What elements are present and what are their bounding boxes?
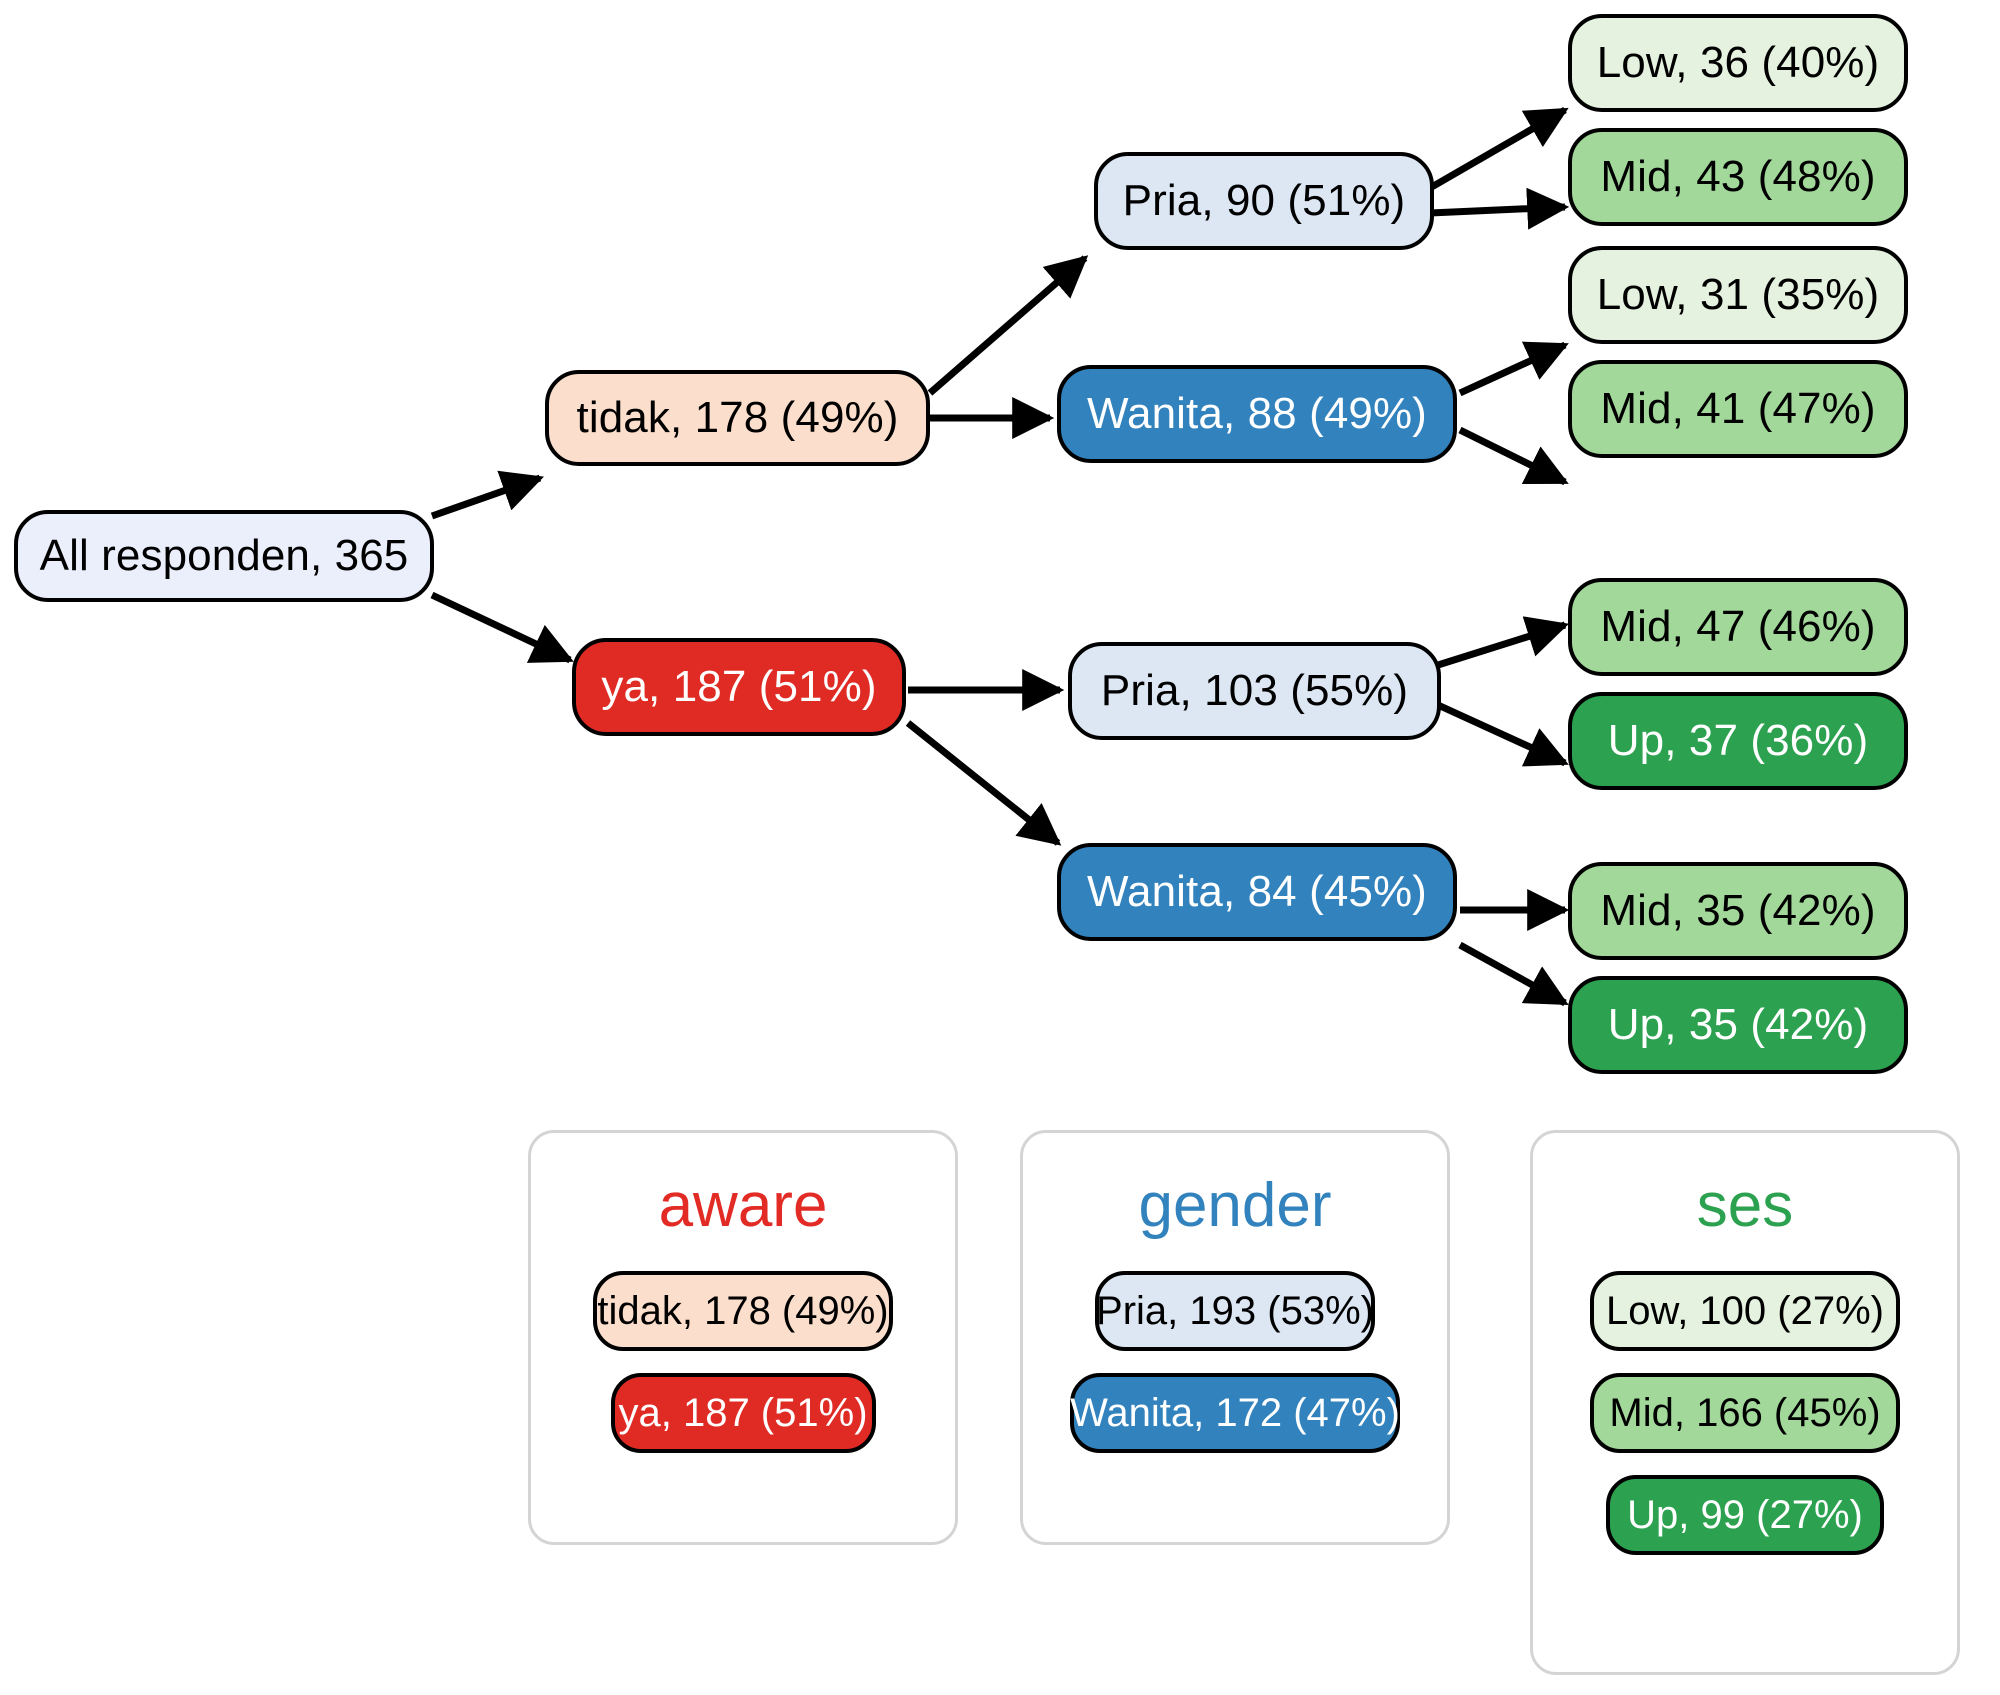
node-label: Low, 31 (35%) (1596, 270, 1880, 319)
node-all-responden[interactable]: All responden, 365 (14, 510, 434, 602)
edge-yawanita-to-up (1458, 941, 1569, 1007)
node-label: tidak, 178 (49%) (576, 393, 899, 442)
edge-tidak-to-pria (927, 255, 1089, 396)
legend-chip-up[interactable]: Up, 99 (27%) (1606, 1475, 1884, 1555)
edge-tidakpria-to-low (1428, 106, 1569, 192)
edge-yapria-to-mid (1436, 616, 1570, 669)
node-label: Wanita, 84 (45%) (1087, 867, 1427, 916)
edge-ya-to-wanita (905, 720, 1062, 846)
node-tidak-wanita-mid[interactable]: Mid, 41 (47%) (1568, 360, 1908, 458)
node-tidak[interactable]: tidak, 178 (49%) (545, 370, 930, 466)
node-label: Up, 35 (42%) (1607, 1000, 1869, 1049)
node-label: Mid, 43 (48%) (1600, 152, 1876, 201)
node-label: ya, 187 (51%) (601, 662, 877, 711)
legend-title-aware: aware (658, 1171, 828, 1240)
node-tidak-wanita-low[interactable]: Low, 31 (35%) (1568, 246, 1908, 344)
legend-chip-ya[interactable]: ya, 187 (51%) (610, 1373, 876, 1453)
edge-tidakwanita-to-low (1458, 341, 1569, 397)
legend-panel-gender: gender Pria, 193 (53%) Wanita, 172 (47%) (1020, 1130, 1450, 1545)
node-ya-pria-up[interactable]: Up, 37 (36%) (1568, 692, 1908, 790)
legend-chip-pria[interactable]: Pria, 193 (53%) (1095, 1271, 1375, 1351)
node-tidak-wanita[interactable]: Wanita, 88 (49%) (1057, 365, 1457, 463)
node-label: Mid, 35 (42%) (1600, 886, 1876, 935)
node-tidak-pria[interactable]: Pria, 90 (51%) (1094, 152, 1434, 250)
legend-chip-wanita[interactable]: Wanita, 172 (47%) (1070, 1373, 1400, 1453)
node-label: Mid, 47 (46%) (1600, 602, 1876, 651)
node-label: Pria, 90 (51%) (1122, 176, 1406, 225)
node-ya-wanita-up[interactable]: Up, 35 (42%) (1568, 976, 1908, 1074)
legend-chip-tidak[interactable]: tidak, 178 (49%) (593, 1271, 893, 1351)
edge-tidakpria-to-mid (1429, 187, 1570, 230)
node-tidak-pria-low[interactable]: Low, 36 (40%) (1568, 14, 1908, 112)
node-ya-pria-mid[interactable]: Mid, 47 (46%) (1568, 578, 1908, 676)
node-ya-pria[interactable]: Pria, 103 (55%) (1068, 642, 1441, 740)
edge-yapria-to-up (1436, 701, 1569, 767)
node-label: Pria, 103 (55%) (1100, 666, 1409, 715)
node-ya-wanita[interactable]: Wanita, 84 (45%) (1057, 843, 1457, 941)
node-tidak-pria-mid[interactable]: Mid, 43 (48%) (1568, 128, 1908, 226)
node-label: All responden, 365 (39, 531, 409, 580)
node-ya[interactable]: ya, 187 (51%) (572, 638, 906, 736)
node-label: Up, 37 (36%) (1607, 716, 1869, 765)
legend-title-ses: ses (1696, 1171, 1794, 1240)
legend-chip-mid[interactable]: Mid, 166 (45%) (1590, 1373, 1900, 1453)
node-label: Wanita, 88 (49%) (1087, 389, 1427, 438)
legend-panel-aware: aware tidak, 178 (49%) ya, 187 (51%) (528, 1130, 958, 1545)
node-label: Mid, 41 (47%) (1600, 384, 1876, 433)
edge-tidakwanita-to-mid (1458, 426, 1569, 486)
edge-root-to-ya (430, 591, 574, 664)
edge-root-to-tidak (430, 470, 544, 520)
legend-chip-low[interactable]: Low, 100 (27%) (1590, 1271, 1900, 1351)
legend-title-gender: gender (1138, 1171, 1332, 1240)
node-label: Low, 36 (40%) (1596, 38, 1880, 87)
node-ya-wanita-mid[interactable]: Mid, 35 (42%) (1568, 862, 1908, 960)
legend-panel-ses: ses Low, 100 (27%) Mid, 166 (45%) Up, 99… (1530, 1130, 1960, 1675)
